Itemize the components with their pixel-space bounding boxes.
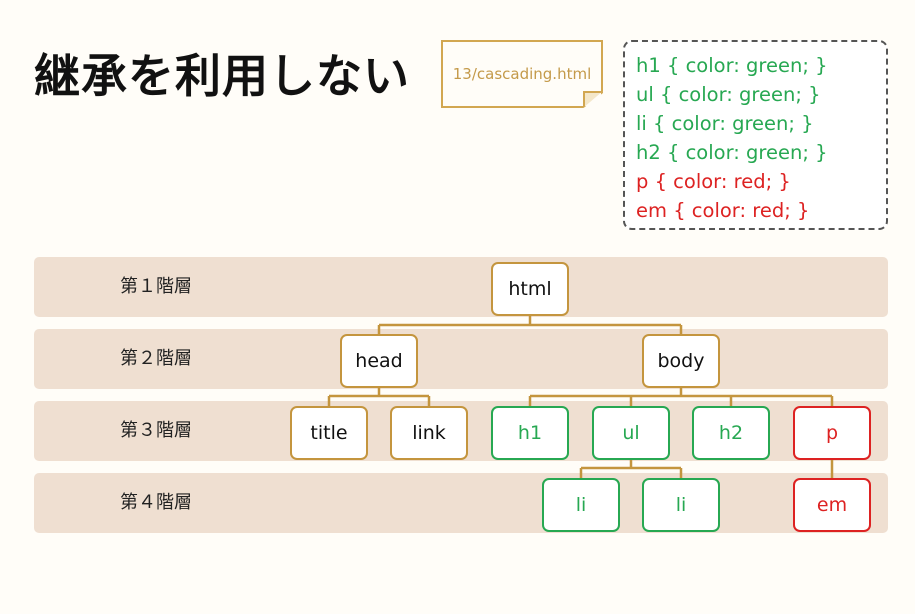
node-em-label: em — [816, 494, 848, 516]
css-rule-ul: ul { color: green; } — [636, 83, 821, 106]
node-li-1: li — [542, 478, 620, 532]
level-band-4 — [34, 473, 888, 533]
level-band-1 — [34, 257, 888, 317]
file-name-label: 13/cascading.html — [452, 65, 592, 83]
node-link-label: link — [412, 422, 446, 444]
node-p: p — [793, 406, 871, 460]
css-rule-h2: h2 { color: green; } — [636, 141, 828, 164]
node-li-2: li — [642, 478, 720, 532]
level-label-4: 第４階層 — [120, 492, 192, 513]
node-link: link — [390, 406, 468, 460]
node-ul-label: ul — [622, 422, 640, 444]
css-rule-p: p { color: red; } — [636, 170, 791, 193]
node-ul: ul — [592, 406, 670, 460]
level-label-3: 第３階層 — [120, 420, 192, 441]
css-rule-em: em { color: red; } — [636, 199, 810, 222]
node-head: head — [340, 334, 418, 388]
node-li-1-label: li — [575, 494, 587, 516]
node-html-label: html — [508, 278, 552, 300]
file-name-tag: 13/cascading.html — [441, 40, 603, 108]
node-body-label: body — [657, 350, 705, 372]
node-em: em — [793, 478, 871, 532]
page-title: 継承を利用しない — [34, 49, 410, 103]
node-title-label: title — [310, 422, 348, 444]
node-html: html — [491, 262, 569, 316]
node-h2-label: h2 — [718, 422, 744, 444]
node-title: title — [290, 406, 368, 460]
node-body: body — [642, 334, 720, 388]
node-head-label: head — [355, 350, 403, 372]
node-p-label: p — [825, 422, 839, 444]
node-li-2-label: li — [675, 494, 687, 516]
level-label-1: 第１階層 — [120, 276, 192, 297]
css-rule-h1: h1 { color: green; } — [636, 54, 828, 77]
css-rules-box: h1 { color: green; } ul { color: green; … — [623, 40, 888, 230]
level-band-2 — [34, 329, 888, 389]
node-h1: h1 — [491, 406, 569, 460]
level-label-2: 第２階層 — [120, 348, 192, 369]
node-h2: h2 — [692, 406, 770, 460]
node-h1-label: h1 — [517, 422, 543, 444]
css-rule-li: li { color: green; } — [636, 112, 814, 135]
